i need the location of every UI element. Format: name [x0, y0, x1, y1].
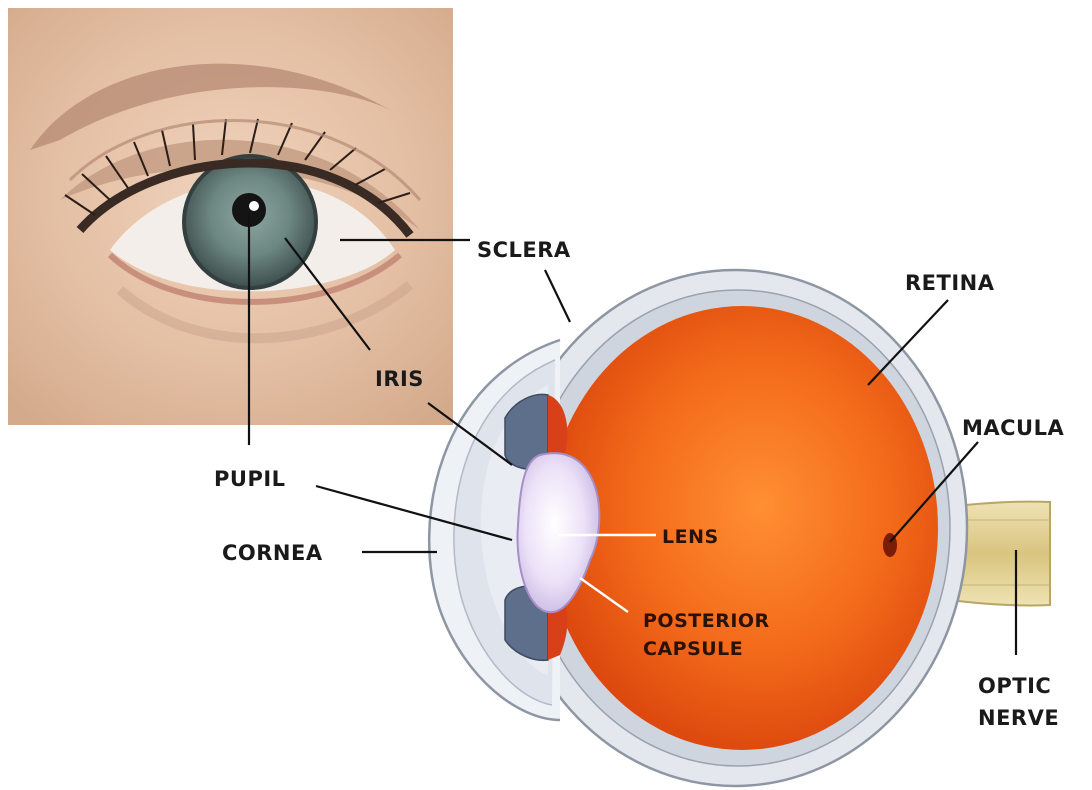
label-optic-nerve-line2: NERVE	[978, 706, 1059, 730]
label-macula: MACULA	[962, 416, 1064, 440]
label-optic-nerve-line1: OPTIC	[978, 674, 1051, 698]
label-posterior-capsule-line1: POSTERIOR	[643, 610, 770, 632]
eyeball-cross-section	[429, 270, 1050, 786]
label-posterior-capsule-line2: CAPSULE	[643, 638, 743, 660]
label-iris: IRIS	[375, 367, 424, 391]
label-lens: LENS	[662, 526, 719, 548]
label-cornea: CORNEA	[222, 541, 323, 565]
label-pupil: PUPIL	[214, 467, 286, 491]
label-sclera: SCLERA	[477, 238, 571, 262]
eye-photo	[8, 8, 453, 425]
label-retina: RETINA	[905, 271, 995, 295]
